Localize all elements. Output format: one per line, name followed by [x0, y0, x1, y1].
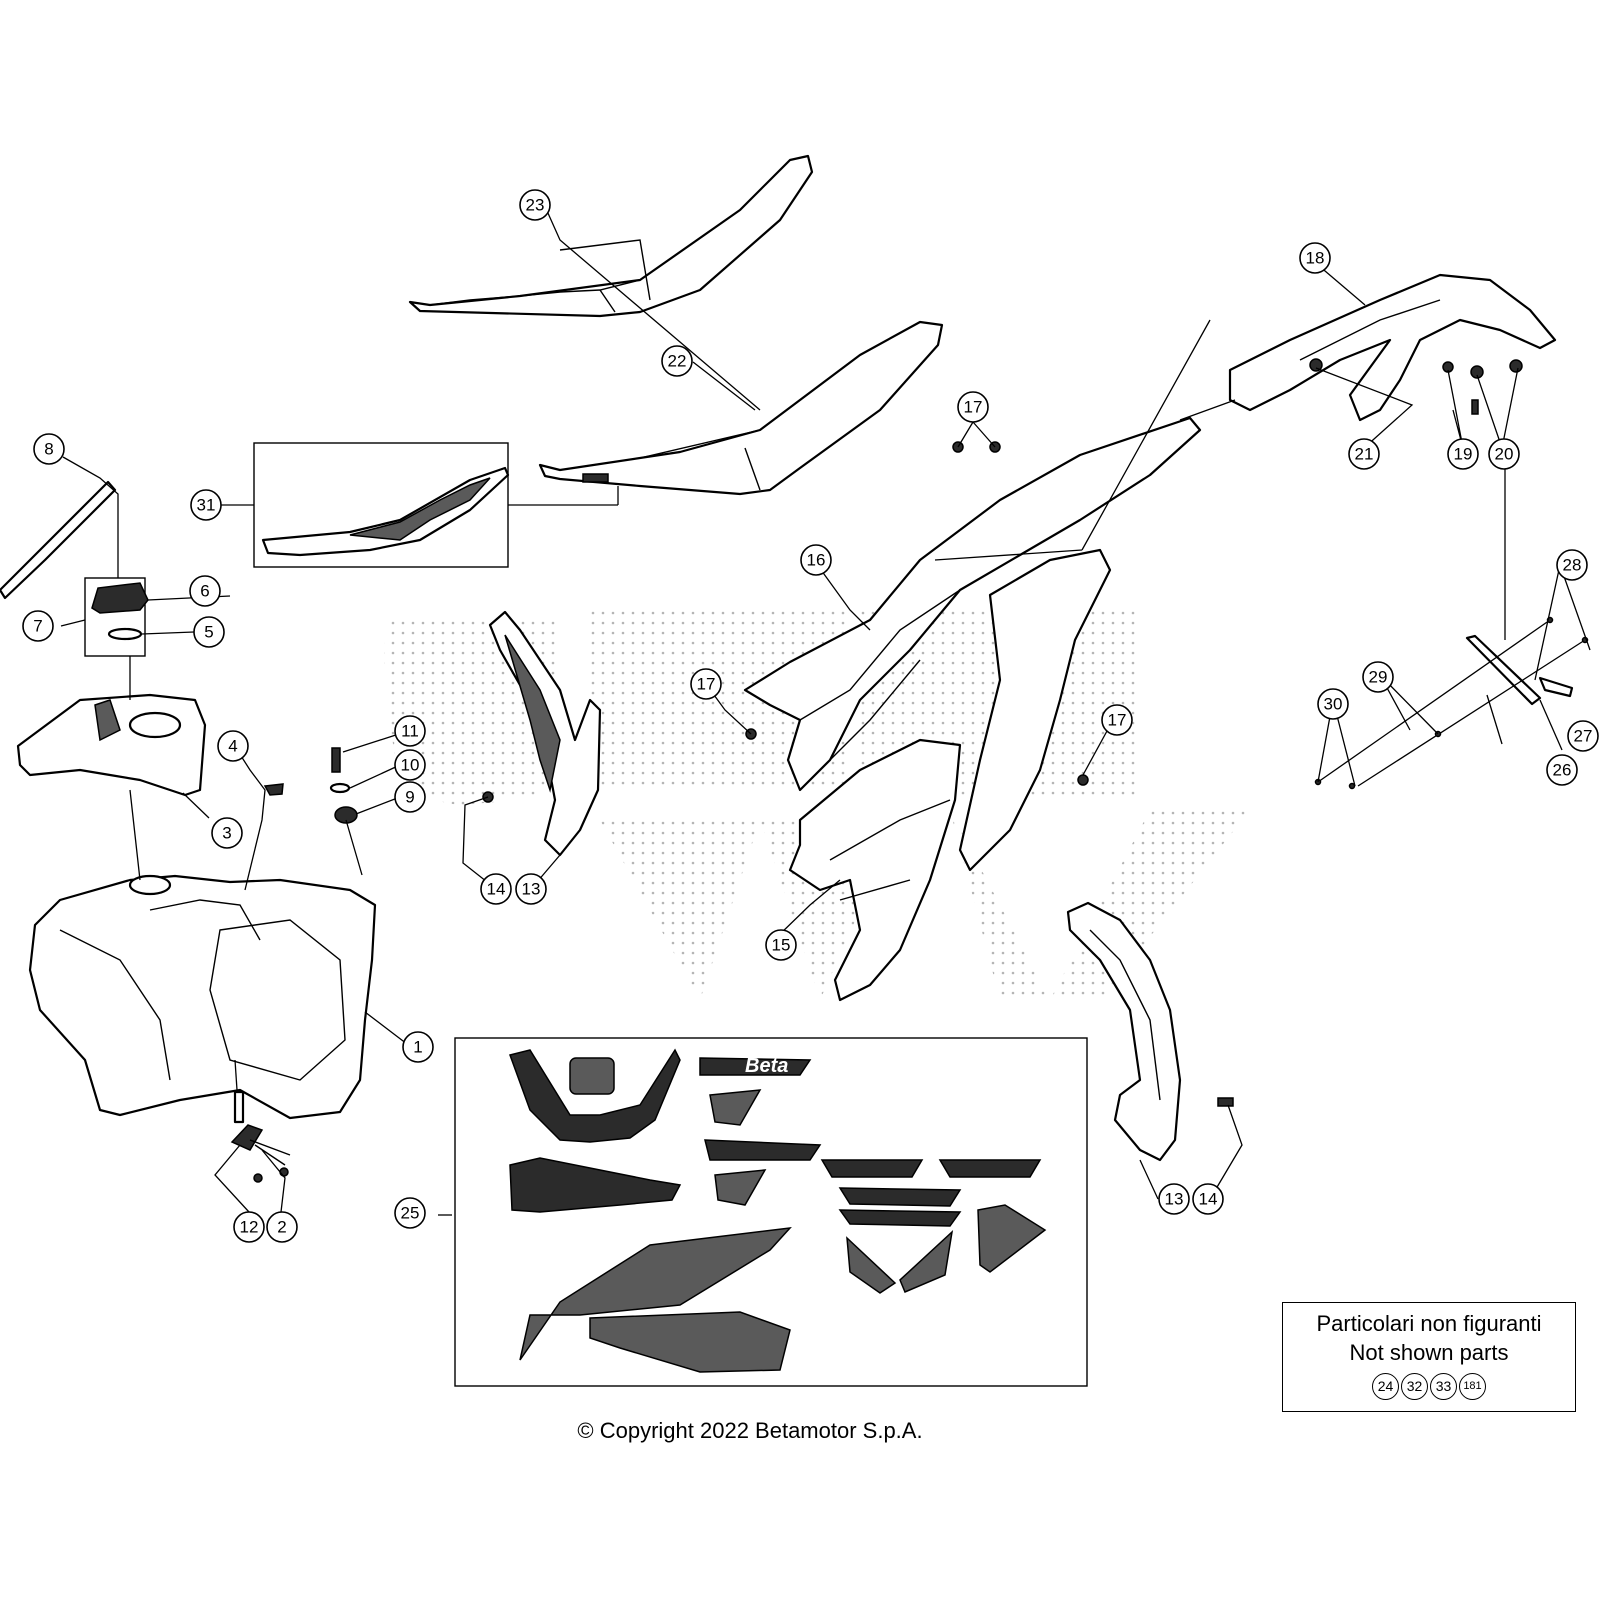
svg-text:6: 6	[200, 582, 209, 601]
callout-8: 8	[33, 433, 65, 465]
fuel-pump-2-12	[230, 1090, 291, 1183]
not-shown-title-en: Not shown parts	[1349, 1340, 1509, 1365]
callout-20: 20	[1488, 438, 1520, 470]
side-panel-13-right	[1066, 901, 1234, 1162]
callout-31: 31	[190, 489, 222, 521]
fuel-tank-1	[28, 874, 377, 1120]
svg-text:4: 4	[228, 737, 237, 756]
decal-kit-25: Beta	[454, 1037, 1088, 1387]
svg-text:3: 3	[222, 824, 231, 843]
svg-text:27: 27	[1574, 727, 1593, 746]
callout-9: 9	[394, 781, 426, 813]
svg-text:7: 7	[33, 617, 42, 636]
svg-text:22: 22	[668, 352, 687, 371]
callout-11: 11	[394, 715, 426, 747]
not-shown-item: 24	[1372, 1373, 1399, 1400]
svg-text:2: 2	[277, 1218, 286, 1237]
svg-text:17: 17	[964, 398, 983, 417]
seat-22	[538, 320, 944, 496]
vent-hose-8	[0, 480, 117, 600]
svg-text:13: 13	[522, 880, 541, 899]
callout-30: 30	[1317, 688, 1349, 720]
callout-3: 3	[211, 817, 243, 849]
seat-23	[408, 154, 814, 318]
callout-10: 10	[394, 749, 426, 781]
svg-text:14: 14	[1199, 1190, 1218, 1209]
callout-26: 26	[1546, 754, 1578, 786]
callout-29: 29	[1362, 661, 1394, 693]
callout-28: 28	[1556, 549, 1588, 581]
svg-text:23: 23	[526, 196, 545, 215]
svg-text:17: 17	[697, 675, 716, 694]
svg-text:30: 30	[1324, 695, 1343, 714]
svg-text:16: 16	[807, 551, 826, 570]
copyright-notice: © Copyright 2022 Betamotor S.p.A.	[577, 1418, 923, 1443]
rear-fender-18	[1228, 273, 1557, 422]
callout-1: 1	[402, 1031, 434, 1063]
svg-text:21: 21	[1355, 445, 1374, 464]
svg-text:29: 29	[1369, 668, 1388, 687]
svg-text:31: 31	[197, 496, 216, 515]
svg-text:19: 19	[1454, 445, 1473, 464]
not-shown-item: 32	[1401, 1373, 1428, 1400]
svg-text:17: 17	[1108, 711, 1127, 730]
callout-23: 23	[519, 189, 551, 221]
callout-16: 16	[800, 544, 832, 576]
svg-text:15: 15	[772, 936, 791, 955]
not-shown-title-it: Particolari non figuranti	[1316, 1311, 1542, 1336]
callout-5: 5	[193, 616, 225, 648]
tank-cover-3	[16, 693, 207, 797]
svg-text:18: 18	[1306, 249, 1325, 268]
license-plate-parts	[1314, 616, 1589, 790]
callout-15: 15	[765, 929, 797, 961]
svg-text:28: 28	[1563, 556, 1582, 575]
callout-19: 19	[1447, 438, 1479, 470]
not-shown-item: 181	[1459, 1373, 1486, 1400]
callout-6: 6	[189, 575, 221, 607]
fuel-cap-6	[84, 577, 149, 657]
callout-14-left: 14	[480, 873, 512, 905]
callout-7: 7	[22, 610, 54, 642]
svg-text:12: 12	[240, 1218, 259, 1237]
callout-2: 2	[266, 1211, 298, 1243]
svg-text:1: 1	[413, 1038, 422, 1057]
callout-12: 12	[233, 1211, 265, 1243]
callout-22: 22	[661, 345, 693, 377]
side-panel-13-left	[482, 610, 602, 857]
callout-18: 18	[1299, 242, 1331, 274]
callout-17-left: 17	[690, 668, 722, 700]
svg-text:5: 5	[204, 623, 213, 642]
callout-27: 27	[1567, 720, 1599, 752]
callout-17-right: 17	[1101, 704, 1133, 736]
callout-4: 4	[217, 730, 249, 762]
svg-text:9: 9	[405, 788, 414, 807]
svg-text:26: 26	[1553, 761, 1572, 780]
callout-13-right: 13	[1158, 1183, 1190, 1215]
fasteners-9-10-11	[329, 747, 358, 824]
callout-17-top: 17	[957, 391, 989, 423]
not-shown-parts-box: Particolari non figuranti Not shown part…	[1282, 1302, 1576, 1412]
not-shown-list: 24 32 33 181	[1283, 1373, 1575, 1400]
svg-text:8: 8	[44, 440, 53, 459]
decal-beta-text: Beta	[745, 1055, 788, 1077]
svg-text:20: 20	[1495, 445, 1514, 464]
callout-14-right: 14	[1192, 1183, 1224, 1215]
callout-13-left: 13	[515, 873, 547, 905]
svg-text:10: 10	[401, 756, 420, 775]
svg-text:13: 13	[1165, 1190, 1184, 1209]
seat-base-box-31	[253, 442, 619, 568]
side-panel-15	[788, 548, 1112, 1002]
callout-21: 21	[1348, 438, 1380, 470]
callout-25: 25	[394, 1197, 426, 1229]
not-shown-item: 33	[1430, 1373, 1457, 1400]
svg-text:14: 14	[487, 880, 506, 899]
svg-text:11: 11	[401, 722, 419, 741]
svg-text:25: 25	[401, 1204, 420, 1223]
plug-4	[263, 783, 284, 796]
